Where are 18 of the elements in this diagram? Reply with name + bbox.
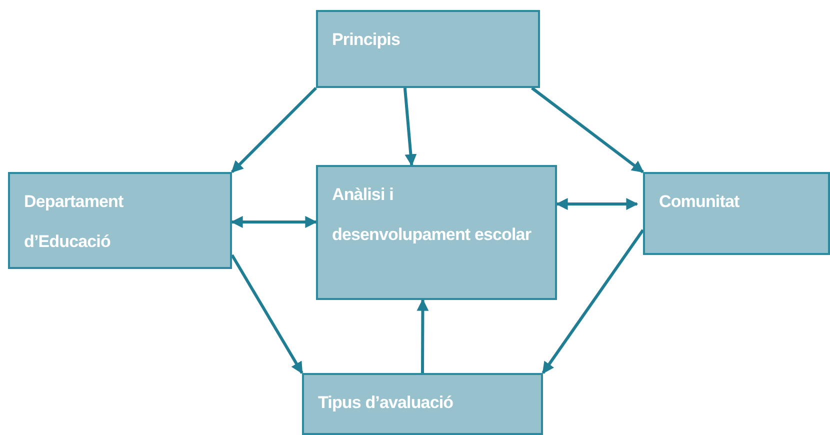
process-box <box>316 165 557 300</box>
arrow <box>416 298 429 373</box>
arrow <box>542 229 644 374</box>
box-label: Tipus d’avaluació <box>318 392 454 414</box>
box-label: Departament d’Educació <box>24 191 124 253</box>
arrow <box>556 198 638 210</box>
arrow <box>403 88 417 166</box>
arrow <box>230 254 304 374</box>
arrow <box>230 86 318 174</box>
process-box <box>8 172 232 269</box>
process-box <box>643 172 830 255</box>
arrow <box>230 216 318 228</box>
box-label: Anàlisi i desenvolupament escolar <box>332 184 532 246</box>
process-box <box>316 10 540 88</box>
process-box <box>302 373 543 435</box>
box-label: Principis <box>332 29 401 51</box>
box-label: Comunitat <box>659 191 740 213</box>
arrow <box>531 86 644 174</box>
